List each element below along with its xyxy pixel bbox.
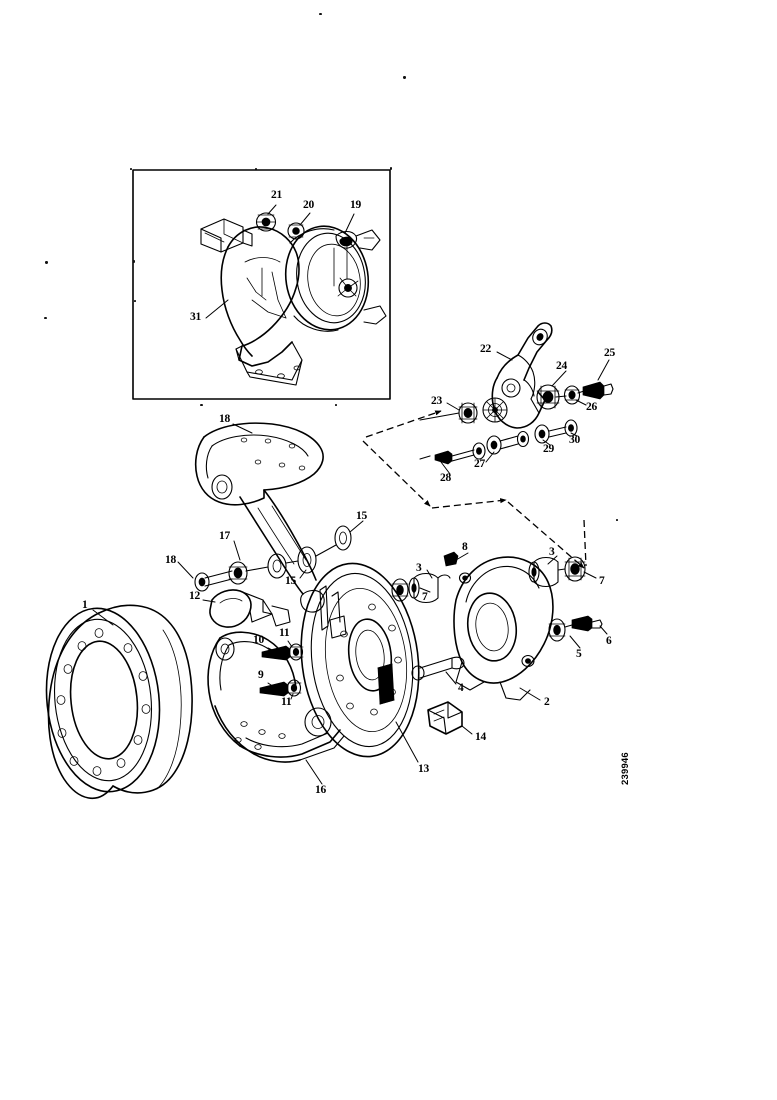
inset-part-20 [287,222,305,240]
callout-7-left: 7 [422,591,428,603]
callout-16: 16 [315,784,326,796]
bushings-and-caps [391,551,597,604]
callout-8: 8 [462,541,468,553]
scan-speck [616,519,618,521]
scan-speck [130,168,132,170]
axle-flange-2 [453,556,554,701]
callout-23: 23 [431,395,442,407]
nut-and-bolt-5-6 [548,615,608,649]
linkage-part-23 [458,402,478,424]
callout-4: 4 [458,682,464,694]
callout-6: 6 [606,635,612,647]
callout-30: 30 [569,434,580,446]
brake-drum [45,604,193,800]
callout-9: 9 [258,669,264,681]
shaft-hardware-row [177,520,364,592]
callout-2: 2 [544,696,550,708]
callout-1: 1 [82,599,88,611]
callout-29: 29 [543,443,554,455]
scan-speck [335,404,337,406]
inset-detail-frame [132,169,391,400]
reference-code: 239946 [620,752,631,785]
callout-15-lower: 15 [285,575,296,587]
callout-11-lower: 11 [281,696,292,708]
callout-20: 20 [303,199,314,211]
callout-17: 17 [219,530,230,542]
callout-24: 24 [556,360,567,372]
callout-15-upper: 15 [356,510,367,522]
scan-speck [134,300,136,302]
callout-5: 5 [576,648,582,660]
callout-21: 21 [271,189,282,201]
scan-speck [45,261,48,264]
inset-part-19-plug [335,230,358,249]
callout-11-upper: 11 [279,627,290,639]
callout-19: 19 [350,199,361,211]
backing-plate-13 [300,562,420,763]
link-rod-4 [411,656,465,685]
callout-25: 25 [604,347,615,359]
callout-3-right: 3 [549,546,555,558]
linkage-part-26 [563,385,581,405]
scan-speck [255,168,257,170]
scan-speck [319,13,322,15]
scan-speck [390,167,392,170]
callout-28: 28 [440,472,451,484]
callout-27: 27 [474,458,485,470]
clip-part-8 [443,551,459,567]
callout-10: 10 [253,634,264,646]
inset-part-21 [255,212,277,232]
scan-speck [133,260,135,263]
scan-speck [403,76,406,79]
cam-part-14 [427,701,473,735]
dashed-reference-path [362,410,587,569]
callout-18-upper: 18 [219,413,230,425]
shoe-retaining-bolts [259,640,304,700]
brake-shoe-upper [194,422,325,613]
callout-13: 13 [418,763,429,775]
scan-speck [200,404,203,406]
brake-shoe-lower [207,631,345,785]
callout-7-right: 7 [599,575,605,587]
linkage-subassembly [419,322,614,475]
callout-31: 31 [190,311,201,323]
callout-14: 14 [475,731,486,743]
linkage-part-25 [582,381,614,400]
callout-3-left: 3 [416,562,422,574]
callout-26: 26 [586,401,597,413]
inset-actuator-housing [200,204,387,386]
scan-speck [44,317,47,319]
anchor-bracket-12 [202,589,291,628]
callout-18-lower: 18 [165,554,176,566]
callout-12: 12 [189,590,200,602]
callout-22: 22 [480,343,491,355]
linkage-lower-hardware [434,419,578,465]
